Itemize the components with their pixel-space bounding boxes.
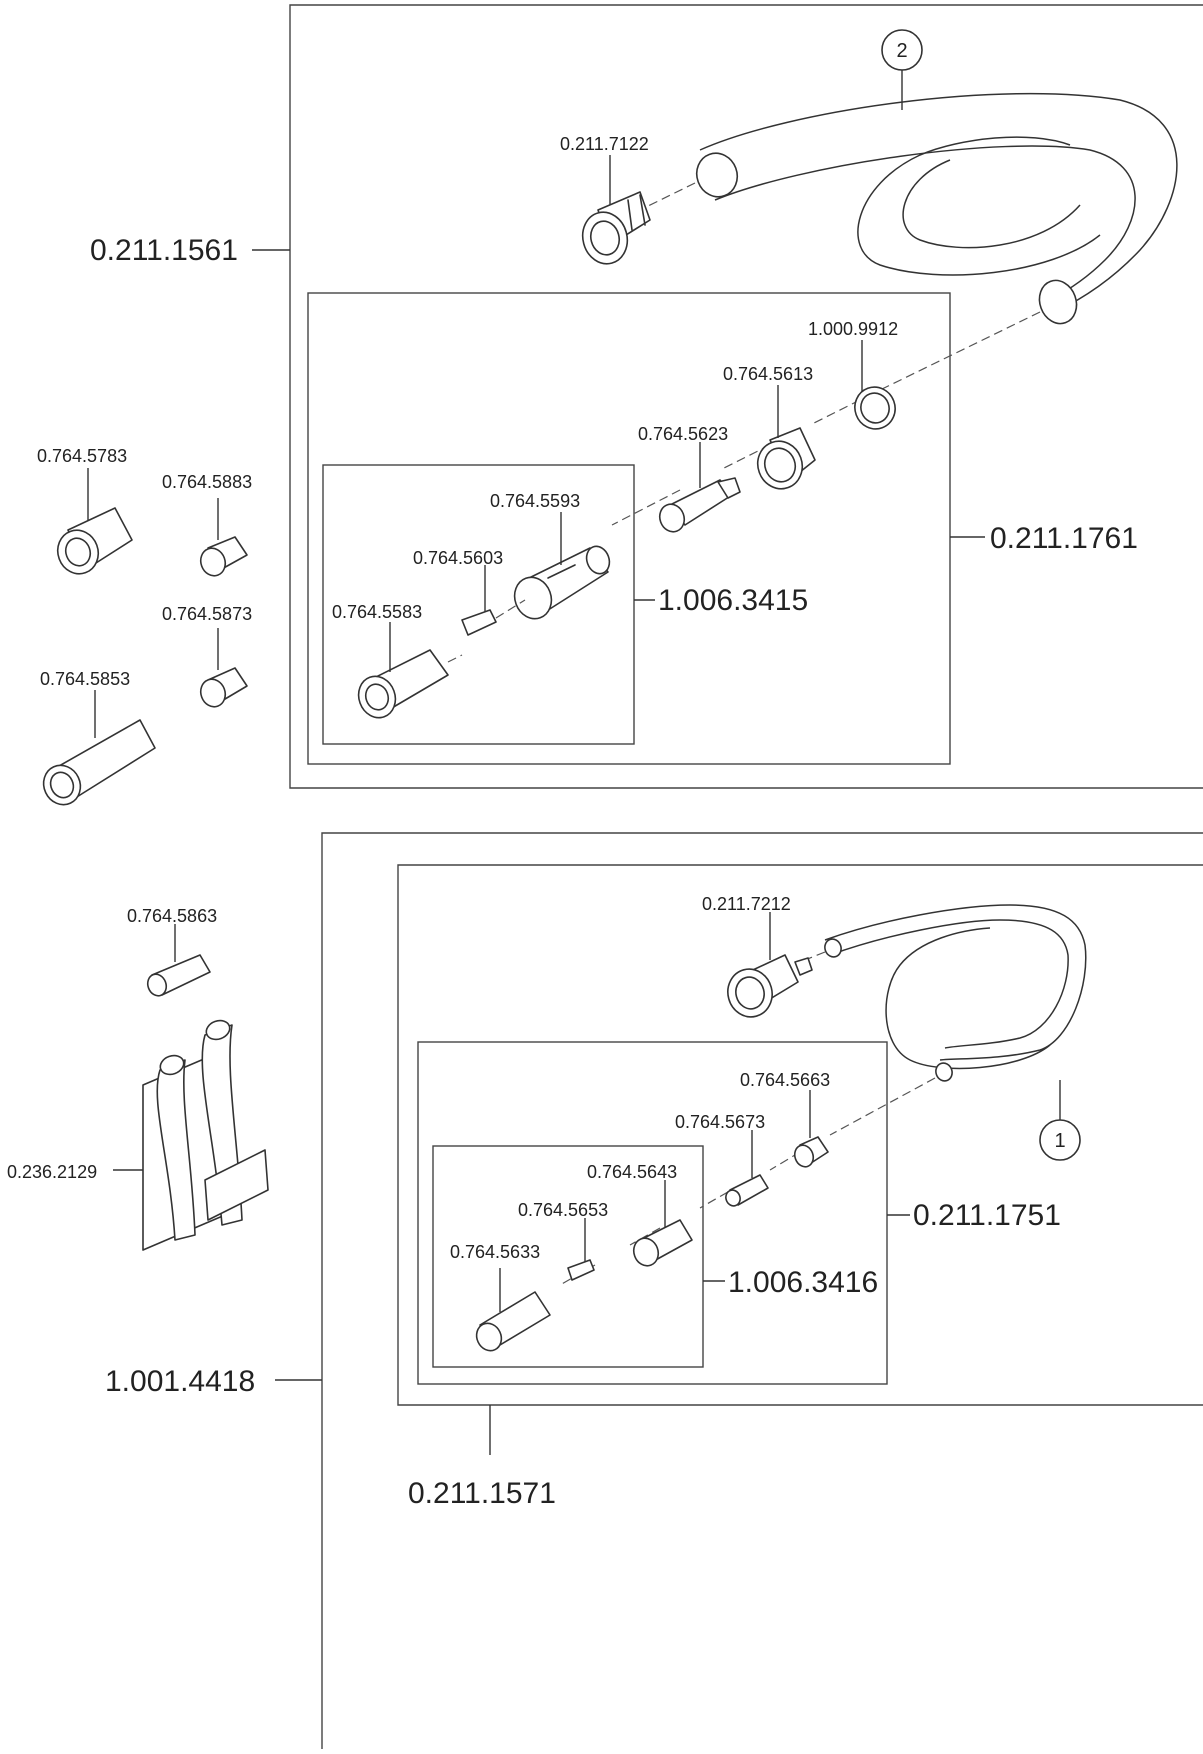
hose-top-drawing bbox=[695, 92, 1178, 325]
part-label-0-764-5653: 0.764.5653 bbox=[518, 1200, 608, 1220]
assembly-box-1-006-3415 bbox=[322, 464, 635, 745]
group-label-0-211-1751: 0.211.1751 bbox=[913, 1199, 1061, 1232]
assembly-box-0-211-1571 bbox=[397, 864, 1203, 1406]
part-label-0-211-7122: 0.211.7122 bbox=[560, 134, 649, 154]
part-label-0-764-5603: 0.764.5603 bbox=[413, 548, 503, 568]
part-label-0-764-5633: 0.764.5633 bbox=[450, 1242, 540, 1262]
group-label-1-001-4418: 1.001.4418 bbox=[105, 1365, 255, 1398]
group-label-0-211-1761: 0.211.1761 bbox=[990, 522, 1138, 555]
part-label-0-764-5643: 0.764.5643 bbox=[587, 1162, 677, 1182]
group-label-0-211-1561: 0.211.1561 bbox=[90, 234, 238, 267]
callout-number-1: 1 bbox=[1054, 1130, 1065, 1152]
part-0-764-5633-drawing bbox=[475, 1291, 551, 1352]
part-0-764-5653-drawing bbox=[567, 1259, 595, 1281]
part-label-0-764-5583: 0.764.5583 bbox=[332, 602, 422, 622]
part-label-0-211-7212: 0.211.7212 bbox=[702, 894, 791, 914]
part-0-764-5603-drawing bbox=[461, 609, 497, 636]
assembly-box-1-006-3416 bbox=[432, 1145, 704, 1368]
assembly-box-0-211-1761 bbox=[307, 292, 951, 765]
part-label-0-764-5663: 0.764.5663 bbox=[740, 1070, 830, 1090]
part-0-764-5883-drawing bbox=[199, 536, 248, 577]
part-label-0-764-5783: 0.764.5783 bbox=[37, 446, 127, 466]
part-0-211-7212-drawing bbox=[727, 954, 813, 1018]
hose-bottom-drawing bbox=[824, 904, 1087, 1082]
assembly-box-1-001-4418 bbox=[321, 832, 1203, 1749]
group-label-1-006-3416: 1.006.3416 bbox=[728, 1266, 878, 1299]
part-label-0-764-5673: 0.764.5673 bbox=[675, 1112, 765, 1132]
assembly-box-0-211-1751 bbox=[417, 1041, 888, 1385]
assembly-box-0-211-1561 bbox=[289, 4, 1203, 789]
part-label-0-764-5623: 0.764.5623 bbox=[638, 424, 728, 444]
part-0-236-2129-drawing bbox=[142, 1019, 269, 1251]
part-0-764-5643-drawing bbox=[632, 1219, 693, 1267]
part-0-764-5623-drawing bbox=[658, 477, 741, 533]
group-label-0-211-1571: 0.211.1571 bbox=[408, 1477, 556, 1510]
part-label-0-764-5853: 0.764.5853 bbox=[40, 669, 130, 689]
part-label-1-000-9912: 1.000.9912 bbox=[808, 319, 898, 339]
part-label-0-764-5883: 0.764.5883 bbox=[162, 472, 252, 492]
part-0-764-5873-drawing bbox=[199, 667, 248, 708]
part-label-0-764-5613: 0.764.5613 bbox=[723, 364, 813, 384]
part-0-764-5663-drawing bbox=[793, 1136, 829, 1168]
part-label-0-764-5593: 0.764.5593 bbox=[490, 491, 580, 511]
part-1-000-9912-drawing bbox=[854, 386, 896, 430]
group-label-1-006-3415: 1.006.3415 bbox=[658, 584, 808, 617]
part-0-764-5783-drawing bbox=[56, 507, 133, 575]
part-0-764-5583-drawing bbox=[357, 649, 449, 719]
part-0-764-5593-drawing bbox=[513, 545, 611, 620]
part-label-0-236-2129: 0.236.2129 bbox=[7, 1162, 97, 1182]
part-0-764-5863-drawing bbox=[146, 954, 211, 997]
callout-number-2: 2 bbox=[896, 40, 907, 62]
part-label-0-764-5873: 0.764.5873 bbox=[162, 604, 252, 624]
part-0-764-5673-drawing bbox=[725, 1174, 769, 1207]
part-0-211-7122-drawing bbox=[581, 191, 651, 265]
part-0-764-5613-drawing bbox=[756, 427, 816, 490]
part-label-0-764-5863: 0.764.5863 bbox=[127, 906, 217, 926]
part-0-764-5853-drawing bbox=[42, 719, 156, 806]
